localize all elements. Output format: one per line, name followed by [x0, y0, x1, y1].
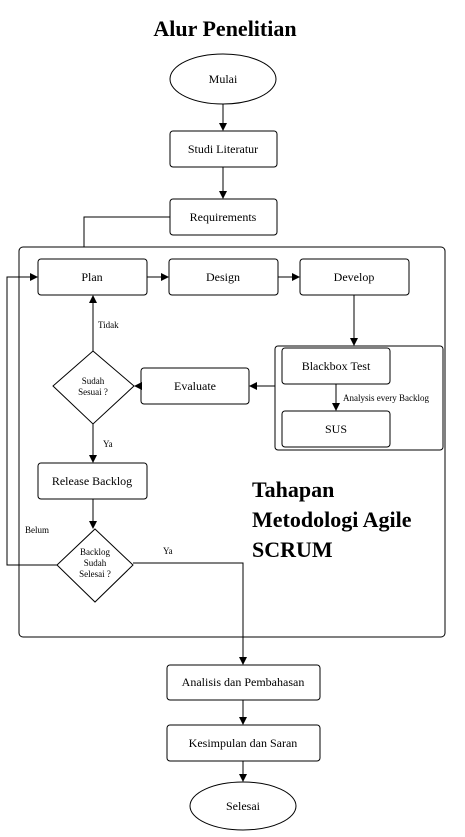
edge-belum-plan	[6, 273, 57, 566]
blackbox-test-label: Blackbox Test	[302, 359, 371, 373]
mulai-label: Mulai	[209, 72, 238, 86]
analysis-every-backlog-label: Analysis every Backlog	[343, 393, 429, 403]
backlog-selesai-decision	[56, 528, 134, 603]
edge-ya-analisis	[133, 562, 247, 665]
ya-label-2: Ya	[163, 546, 173, 556]
scrum-label-3: SCRUM	[252, 537, 333, 562]
requirements-label: Requirements	[190, 210, 257, 224]
selesai-terminator	[189, 781, 297, 831]
sudah-sesuai-label-1: Sudah	[82, 376, 105, 386]
edge-requirements-plan	[80, 216, 170, 259]
analisis-label: Analisis dan Pembahasan	[182, 675, 305, 689]
scrum-label-2: Metodologi Agile	[252, 507, 412, 532]
backlog-selesai-label-3: Selesai ?	[79, 569, 111, 579]
scrum-label-1: Tahapan	[252, 477, 334, 502]
develop-label: Develop	[334, 270, 375, 284]
ya-label-1: Ya	[103, 439, 113, 449]
plan-label: Plan	[81, 270, 102, 284]
evaluate-label: Evaluate	[174, 379, 216, 393]
backlog-selesai-label-1: Backlog	[80, 547, 110, 557]
tidak-label: Tidak	[98, 320, 119, 330]
scrum-container	[18, 246, 446, 638]
sus-box	[281, 410, 391, 448]
sudah-sesuai-label-2: Sesuai ?	[78, 387, 108, 397]
selesai-label: Selesai	[226, 799, 261, 813]
backlog-selesai-label-2: Sudah	[84, 558, 107, 568]
sus-label: SUS	[325, 422, 347, 436]
page-title: Alur Penelitian	[153, 16, 296, 41]
design-label: Design	[206, 270, 240, 284]
belum-label: Belum	[25, 525, 49, 535]
studi-literatur-label: Studi Literatur	[188, 142, 258, 156]
kesimpulan-label: Kesimpulan dan Saran	[189, 736, 298, 750]
release-backlog-label: Release Backlog	[52, 474, 132, 488]
